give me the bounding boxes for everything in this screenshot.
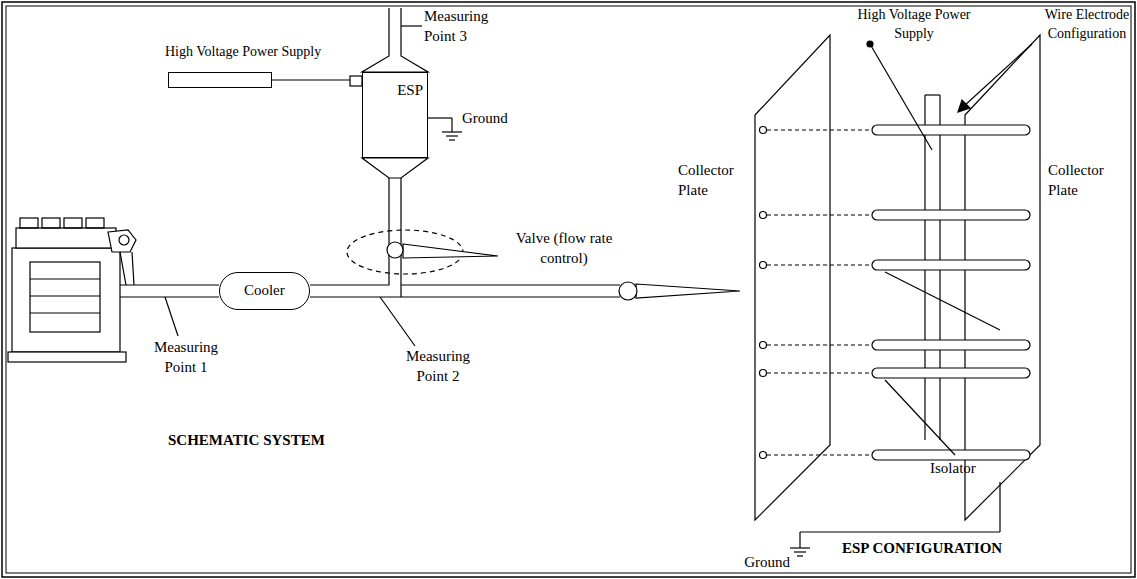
wire-electrode	[925, 94, 940, 95]
isolator-label: Isolator	[930, 458, 1000, 478]
pipe-connector	[310, 158, 395, 291]
node-text: Cooler	[244, 281, 285, 300]
ground-label: Ground	[740, 552, 790, 572]
leader-line	[401, 25, 422, 26]
cooler-box: Cooler	[219, 272, 310, 310]
outlet-valve	[619, 282, 637, 300]
node-text: ESP	[397, 81, 423, 100]
valve-label: Valve (flow rate control)	[500, 228, 628, 269]
valve	[387, 242, 403, 258]
figure-title: SCHEMATIC SYSTEM	[168, 430, 368, 450]
power-supply-box: High Voltage Power Supply	[168, 72, 272, 88]
hv-connector	[350, 76, 362, 86]
esp-funnel	[362, 158, 428, 178]
esp-box: ESP	[362, 72, 428, 158]
leader-line	[165, 297, 178, 336]
wire-connector	[272, 80, 350, 81]
collector-plate-label: Collector Plate	[1048, 160, 1128, 201]
electrode-rods	[760, 125, 1031, 460]
ground-label: Ground	[462, 108, 522, 128]
isolator-bar	[885, 380, 955, 455]
frame	[6, 6, 1131, 573]
measuring-point-label: Measuring Point 1	[146, 337, 226, 378]
measuring-point-label: Measuring Point 3	[424, 6, 504, 47]
power-supply-label: High Voltage Power Supply	[852, 6, 976, 44]
pointer-arrow	[958, 100, 970, 112]
collector-plate	[965, 35, 1040, 520]
outlet-nozzle	[636, 284, 740, 298]
esp-stack	[362, 8, 428, 72]
measuring-point-label: Measuring Point 2	[398, 346, 478, 387]
collector-plate-label: Collector Plate	[678, 160, 750, 201]
node-text: High Voltage Power Supply	[165, 43, 321, 61]
leader-line	[380, 297, 415, 346]
valve-handle	[403, 244, 498, 258]
collector-plate	[755, 35, 830, 520]
hv-lead	[870, 44, 932, 150]
figure-title: ESP CONFIGURATION	[842, 538, 1042, 558]
engine	[8, 218, 136, 362]
isolator-bar	[885, 272, 1000, 330]
wire-electrode-label: Wire Electrode Configuration	[1042, 6, 1132, 44]
ground-symbol	[428, 118, 462, 140]
pointer-arrow	[964, 44, 1032, 106]
